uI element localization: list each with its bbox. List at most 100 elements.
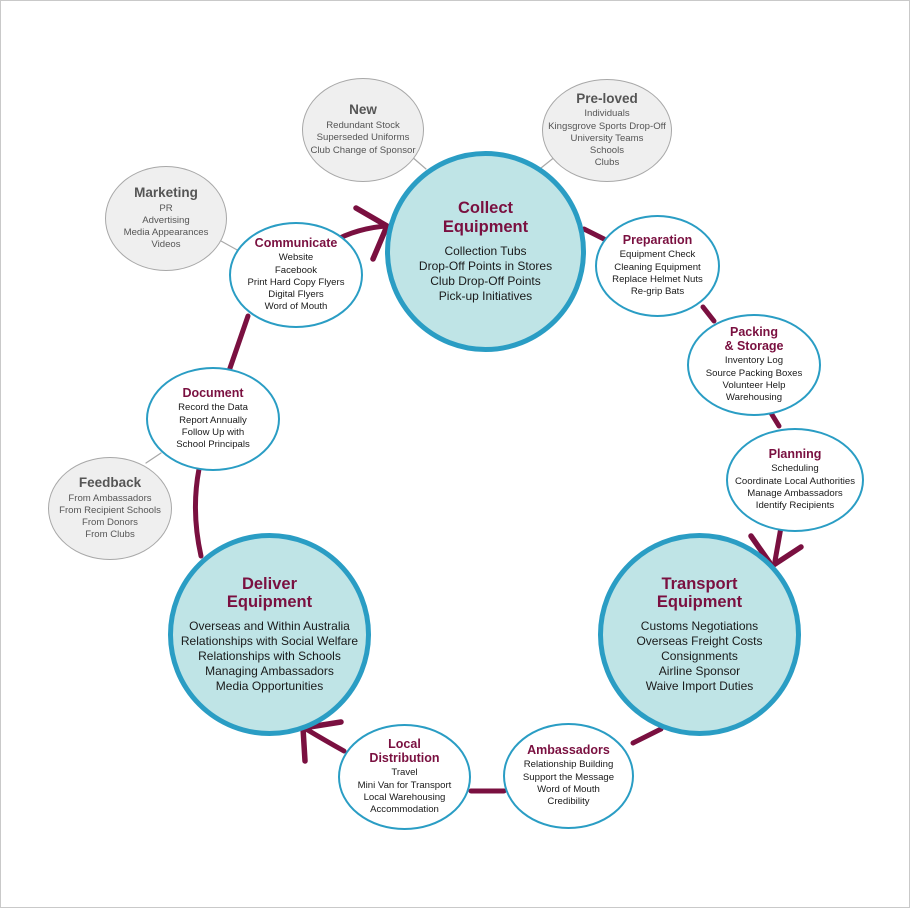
node-collect-item: Pick-up Initiatives [438, 288, 533, 303]
node-document: Document Record the Data Report Annually… [146, 367, 280, 471]
connector-local-deliver [303, 726, 347, 754]
node-communicate-item: Word of Mouth [264, 301, 328, 313]
node-transport-title-line: Equipment [656, 593, 743, 611]
node-preloved-item: University Teams [570, 132, 644, 144]
node-feedback: Feedback From Ambassadors From Recipient… [48, 457, 172, 560]
node-marketing-item: PR [159, 202, 173, 214]
node-marketing-title: Marketing [134, 184, 198, 200]
node-deliver-title-line: Equipment [226, 593, 313, 611]
node-communicate-item: Facebook [274, 264, 318, 276]
node-transport-item: Consignments [661, 649, 738, 664]
node-packing-item: Source Packing Boxes [705, 367, 803, 379]
node-collect-items: Collection Tubs Drop-Off Points in Store… [419, 244, 552, 304]
node-planning-item: Identify Recipients [755, 500, 835, 512]
node-planning-title: Planning [768, 446, 822, 461]
node-local-title-line: Local [388, 736, 421, 751]
node-communicate-item: Digital Flyers [268, 288, 324, 300]
connector-packing-planning [768, 410, 782, 429]
node-preparation-item: Re-grip Bats [630, 286, 685, 298]
node-document-item: School Principals [176, 439, 250, 451]
node-local-item: Local Warehousing [363, 791, 446, 803]
node-planning-items: Scheduling Coordinate Local Authorities … [735, 463, 855, 512]
node-preloved-item: Individuals [584, 108, 630, 120]
node-marketing-item: Videos [151, 239, 181, 251]
node-transport-equipment: Transport Equipment Customs Negotiations… [598, 533, 801, 736]
node-ambassadors-title: Ambassadors [527, 742, 610, 757]
node-communicate-items: Website Facebook Print Hard Copy Flyers … [247, 252, 344, 313]
node-transport-title: Transport Equipment [657, 575, 742, 611]
node-local-item: Accommodation [370, 803, 439, 815]
node-ambassadors-item: Credibility [547, 796, 590, 808]
node-preloved-title: Pre-loved [576, 90, 638, 106]
node-local-distribution: Local Distribution Travel Mini Van for T… [338, 724, 471, 830]
node-document-title: Document [182, 385, 244, 400]
node-preparation-item: Equipment Check [619, 249, 696, 261]
connector-deliver-document [192, 466, 204, 559]
node-feedback-item: From Donors [82, 516, 138, 528]
node-deliver-item: Relationships with Schools [198, 649, 341, 664]
node-marketing-items: PR Advertising Media Appearances Videos [124, 203, 209, 252]
node-preparation-title: Preparation [622, 232, 693, 247]
node-planning-item: Manage Ambassadors [747, 487, 843, 499]
node-preloved-item: Schools [589, 145, 625, 157]
node-marketing-item: Advertising [142, 214, 190, 226]
node-deliver-title-line: Deliver [241, 574, 298, 593]
node-communicate-item: Print Hard Copy Flyers [247, 276, 345, 288]
node-packing-title: Packing & Storage [724, 324, 784, 354]
node-packing-item: Warehousing [725, 391, 783, 403]
node-ambassadors-item: Word of Mouth [537, 783, 600, 795]
node-collect-equipment: Collect Equipment Collection Tubs Drop-O… [385, 151, 586, 352]
connector-preparation-packing [700, 304, 717, 324]
node-preloved-items: Individuals Kingsgrove Sports Drop-Off U… [548, 108, 666, 169]
node-ambassadors-items: Relationship Building Support the Messag… [523, 759, 614, 808]
connector-feedback [145, 452, 162, 464]
node-local-items: Travel Mini Van for Transport Local Ware… [358, 767, 452, 816]
node-packing-item: Volunteer Help [722, 379, 786, 391]
node-preparation-item: Replace Helmet Nuts [612, 273, 703, 285]
node-ambassadors-item: Support the Message [522, 771, 615, 783]
node-document-item: Follow Up with [181, 426, 245, 438]
node-transport-item: Customs Negotiations [640, 619, 759, 634]
node-packing-items: Inventory Log Source Packing Boxes Volun… [706, 355, 803, 404]
connector-transport-ambassadors [630, 726, 664, 746]
node-planning-item: Scheduling [771, 463, 819, 475]
node-new: New Redundant Stock Superseded Uniforms … [302, 78, 424, 182]
node-communicate-item: Website [278, 252, 314, 264]
node-deliver-item: Overseas and Within Australia [189, 619, 350, 634]
node-preparation-item: Cleaning Equipment [614, 261, 701, 273]
node-feedback-title: Feedback [78, 474, 142, 490]
node-local-title: Local Distribution [369, 736, 440, 766]
node-preparation-items: Equipment Check Cleaning Equipment Repla… [612, 249, 703, 298]
node-local-title-line: Distribution [369, 750, 440, 765]
connector-document-communicate [226, 313, 251, 374]
node-document-items: Record the Data Report Annually Follow U… [176, 402, 250, 451]
node-transport-item: Airline Sponsor [658, 664, 741, 679]
node-packing-title-line: & Storage [724, 338, 784, 353]
node-preloved-item: Kingsgrove Sports Drop-Off [548, 120, 666, 132]
node-collect-title: Collect Equipment [443, 199, 528, 235]
node-deliver-item: Media Opportunities [215, 679, 324, 694]
arrow-into-collect [353, 205, 390, 262]
node-deliver-item: Relationships with Social Welfare [180, 634, 359, 649]
node-transport-items: Customs Negotiations Overseas Freight Co… [636, 619, 762, 694]
node-ambassadors-item: Relationship Building [523, 759, 614, 771]
node-document-item: Report Annually [179, 414, 247, 426]
node-deliver-equipment: Deliver Equipment Overseas and Within Au… [168, 533, 371, 736]
node-feedback-items: From Ambassadors From Recipient Schools … [59, 493, 161, 542]
node-document-item: Record the Data [178, 402, 248, 414]
node-feedback-item: From Recipient Schools [59, 504, 161, 516]
node-planning-item: Coordinate Local Authorities [735, 475, 855, 487]
node-deliver-item: Managing Ambassadors [205, 664, 334, 679]
node-new-item: Superseded Uniforms [316, 132, 410, 144]
node-feedback-item: From Clubs [85, 529, 135, 541]
node-collect-title-line: Collect [457, 199, 513, 218]
node-preloved-item: Clubs [594, 157, 620, 169]
node-deliver-items: Overseas and Within Australia Relationsh… [181, 619, 358, 694]
node-packing-item: Inventory Log [724, 355, 784, 367]
node-local-item: Mini Van for Transport [357, 779, 452, 791]
node-marketing: Marketing PR Advertising Media Appearanc… [105, 166, 227, 271]
connector-collect-preparation [581, 226, 607, 242]
node-packing-title-line: Packing [730, 324, 778, 339]
node-transport-item: Waive Import Duties [645, 679, 754, 694]
